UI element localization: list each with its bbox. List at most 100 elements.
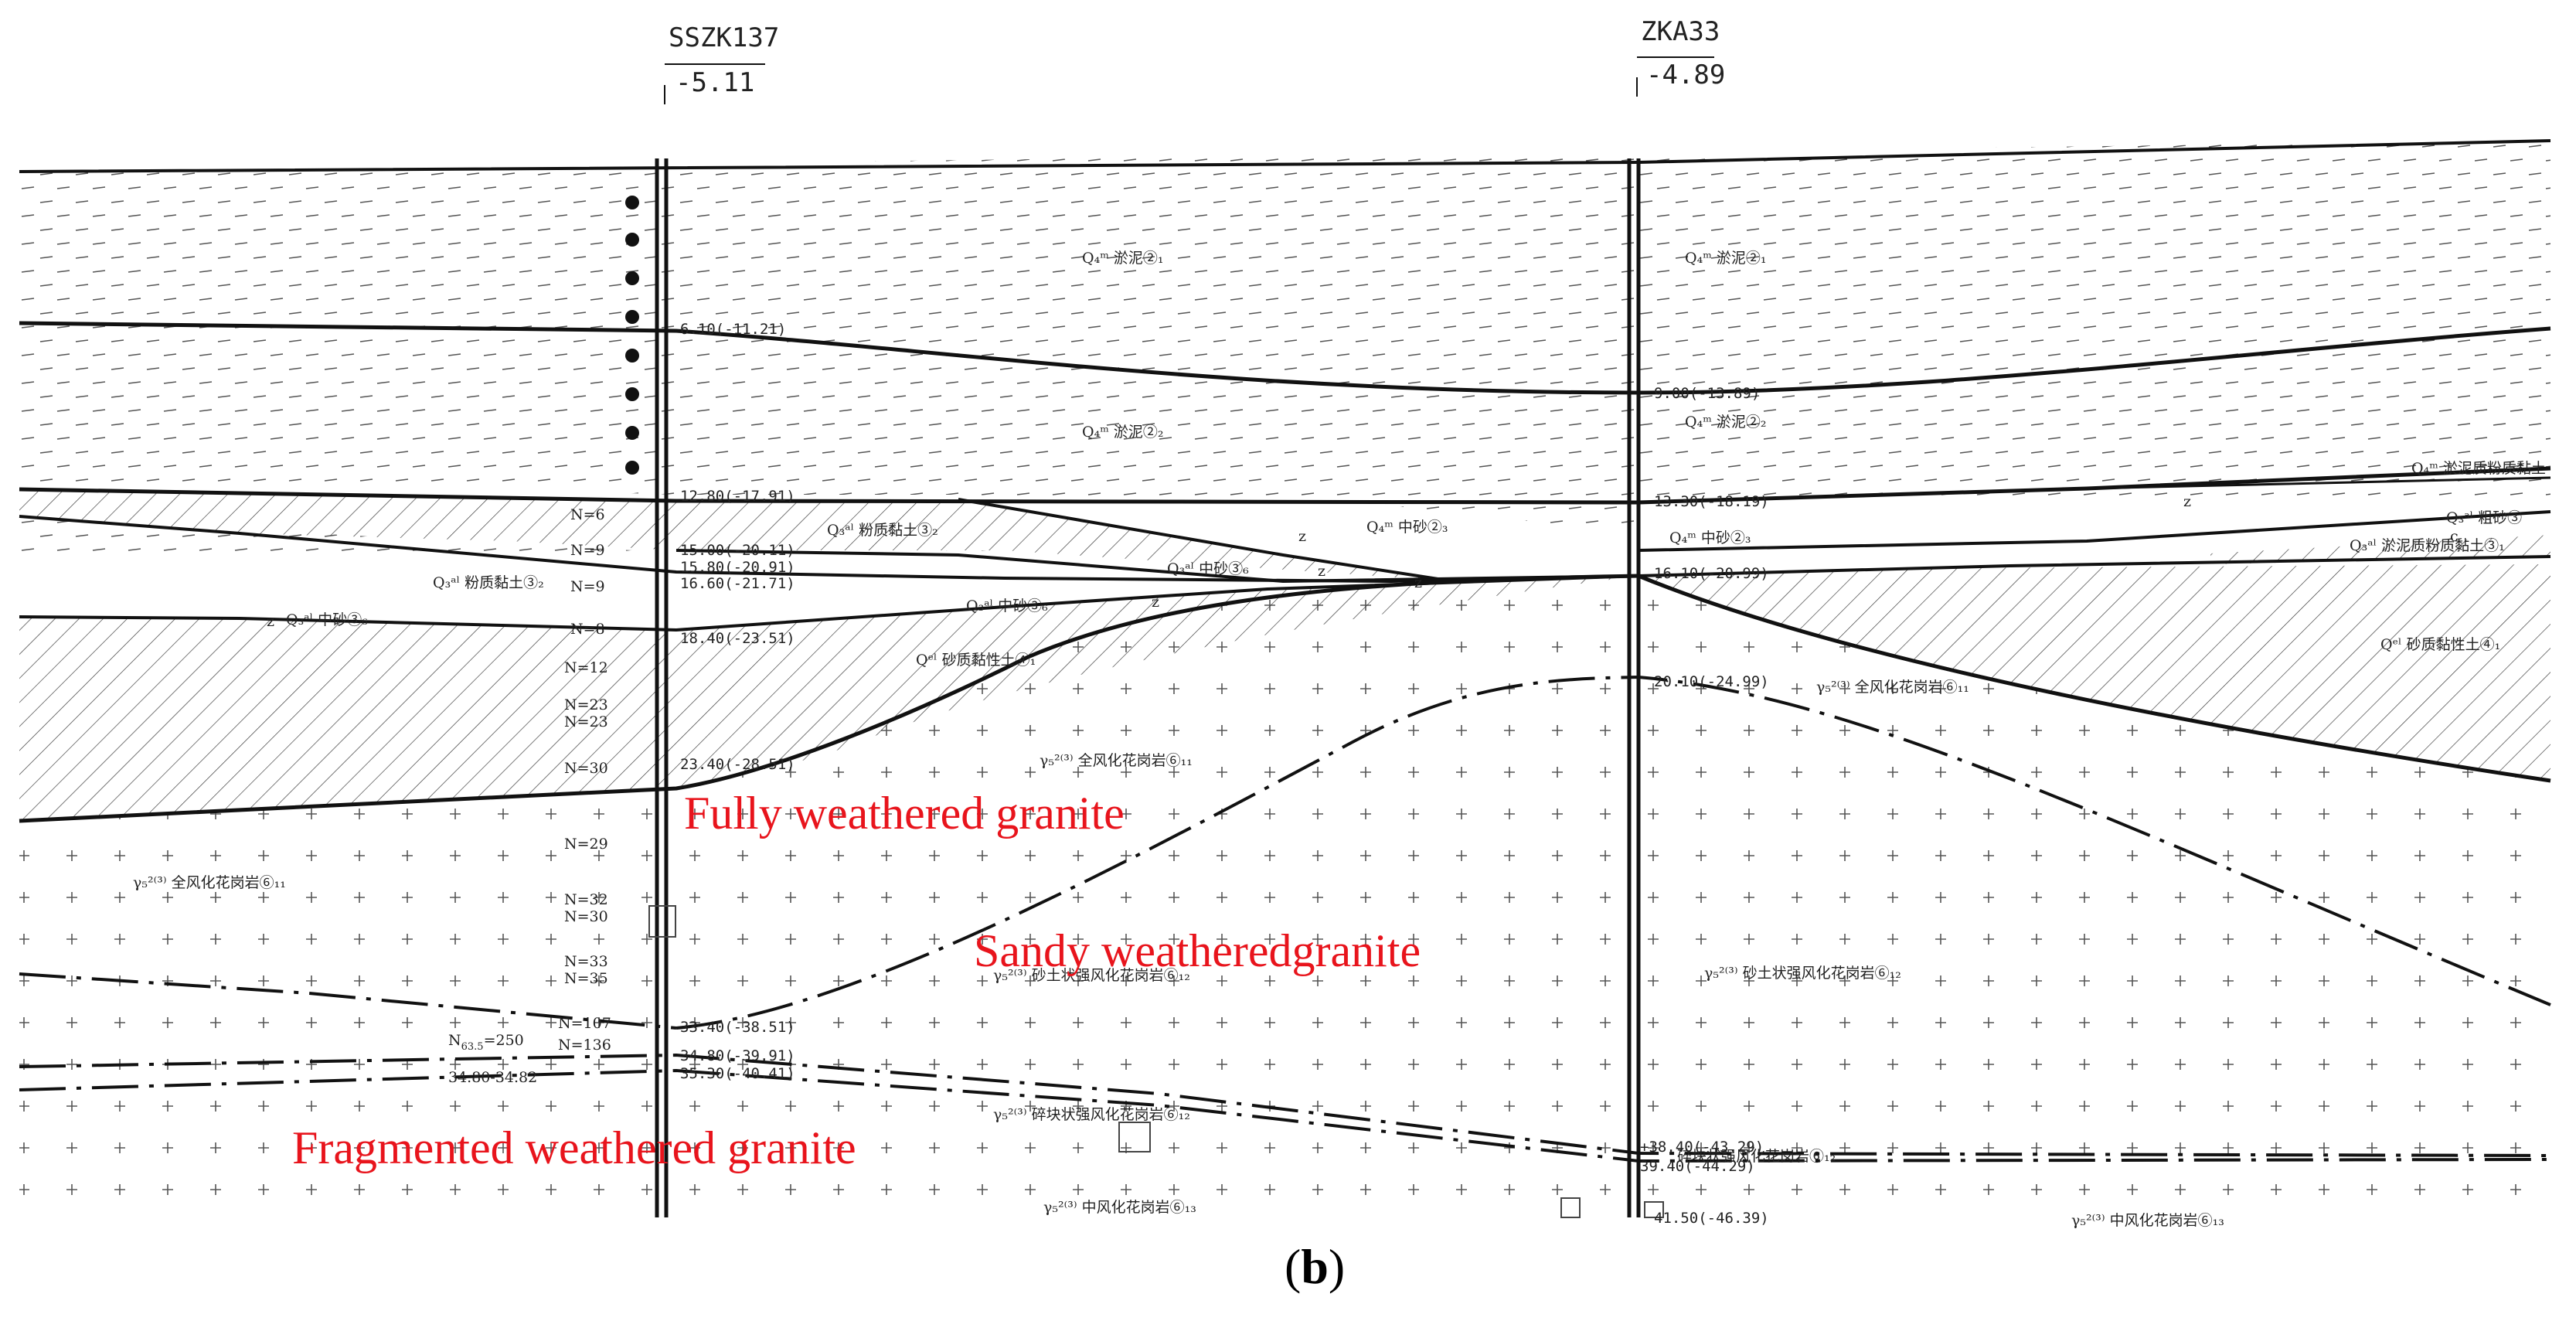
silty-clay-right-top: [2086, 476, 2551, 490]
spt-value: N=33: [564, 953, 608, 970]
borehole-elevation: -4.89: [1646, 60, 1725, 90]
sandy-clay-fill-left: [19, 576, 1638, 821]
spt-dots: [625, 196, 639, 475]
depth-label: 39.40(-44.29): [1640, 1158, 1755, 1175]
depth-label: 41.50(-46.39): [1654, 1210, 1769, 1227]
depth-label: 6.10(-11.21): [680, 321, 786, 338]
stratum-label: Q₃ᵃˡ 中砂③₆: [286, 611, 368, 628]
spt-value: N=12: [564, 659, 608, 676]
stratum-label: γ₅²⁽³⁾ 中风化花岗岩⑥₁₃: [2071, 1212, 2224, 1229]
stratum-label: Q₄ᵐ 淤泥②₁: [1685, 250, 1767, 267]
depth-label: 9.00(-13.89): [1654, 385, 1760, 402]
depth-labels-sszk137: 6.10(-11.21) 12.80(-17.91) 15.00(-20.11)…: [680, 321, 795, 1082]
depth-label: 12.80(-17.91): [680, 488, 795, 505]
stratum-label: Q₄ᵐ 淤泥②₂: [1082, 424, 1164, 441]
depth-label: 15.00(-20.11): [680, 542, 795, 559]
stratum-label: Q₃ᵃˡ 中砂③₆: [966, 598, 1048, 615]
spt-value: N=6: [570, 506, 605, 523]
annotation-fragmented-weathered: Fragmented weathered granite: [292, 1122, 856, 1173]
strata-fills: [19, 141, 2550, 1217]
c-mark: c: [2450, 528, 2459, 545]
depth-label: 18.40(-23.51): [680, 630, 795, 647]
sandy-clay-fill-right: [1638, 564, 2550, 782]
stratum-label: Q₄ᵐ 中砂②₃: [1669, 529, 1751, 546]
stratum-label: Qᵉˡ 砂质黏性土④₁: [2380, 636, 2500, 653]
fragmented-moderately-boundary-b: [19, 1068, 2551, 1163]
annotation-sandy-weathered: Sandy weatheredgranite: [974, 925, 1421, 976]
depth-label: 33.40(-38.51): [680, 1019, 795, 1036]
annotations: Fully weathered granite Sandy weatheredg…: [292, 788, 1421, 1173]
sample-boxes: [648, 905, 1664, 1218]
stratum-label: Q₃ᵃˡ 粉质黏土③₂: [827, 522, 938, 539]
borehole-id: SSZK137: [669, 22, 779, 53]
z-mark: z: [1298, 528, 1306, 545]
depth-label: 23.40(-28.51): [680, 756, 795, 773]
depth-labels-zka33: 9.00(-13.89) 13.30(-18.19) 16.10(-20.99)…: [1640, 385, 1769, 1227]
granite-top-left: [19, 574, 1639, 823]
stratum-label: γ₅²⁽³⁾ 全风化花岗岩⑥₁₁: [1816, 679, 1969, 696]
silty-clay-fill-mid: [676, 499, 1453, 581]
spt-value: N=29: [564, 836, 608, 853]
stratum-label: γ₅²⁽³⁾ 砂土状强风化花岗岩⑥₁₂: [1704, 965, 1901, 982]
spt-value: N=9: [570, 542, 605, 559]
stratum-label: Q₃ᵃˡ 淤泥质粉质黏土③₁: [2350, 537, 2505, 554]
depth-label: 34.80(-39.91): [680, 1047, 795, 1064]
strata-labels: Q₄ᵐ 淤泥②₁ Q₄ᵐ 淤泥②₁ Q₄ᵐ 淤泥②₂ Q₄ᵐ 淤泥②₂ Q₃ᵃˡ…: [133, 250, 2546, 1229]
stratum-label: Q₄ᵐ 淤泥②₁: [1082, 250, 1164, 267]
spt-value: N=23: [564, 696, 608, 713]
stratum-label: Qᵉˡ 砂质黏性土④₁: [916, 652, 1036, 669]
spt-value: N=9: [570, 578, 605, 595]
z-mark: z: [1318, 563, 1325, 580]
borehole-sszk137: [655, 85, 669, 1217]
stratum-label: γ₅²⁽³⁾ 中风化花岗岩⑥₁₃: [1043, 1199, 1196, 1216]
silty-clay-fill-left: [19, 489, 676, 550]
sand-lens-top: [19, 515, 1639, 584]
borehole-zka33: [1627, 77, 1641, 1217]
depth-label: 16.60(-21.71): [680, 575, 795, 592]
spt-value: N=8: [570, 621, 605, 638]
z-mark: z: [1152, 594, 1159, 611]
borehole-header-zka33: ZKA33 -4.89: [1637, 16, 1725, 90]
depth-label: 16.10(-20.99): [1654, 565, 1769, 582]
fragmented-moderately-boundary-a: [19, 1053, 2551, 1157]
spt-value: N=32: [564, 891, 608, 908]
spt-value: N=30: [564, 760, 608, 777]
depth-label: 15.80(-20.91): [680, 559, 795, 576]
stratum-label: Q₃ᵃˡ 中砂③₆: [1167, 560, 1249, 577]
depth-label: +38.40(-43.29): [1640, 1139, 1764, 1156]
stratum-label: γ₅²⁽³⁾ 碎块状强风化花岗岩⑥₁₂: [993, 1106, 1190, 1123]
depth-label: 20.10(-24.99): [1654, 673, 1769, 690]
spt-value: N=107: [558, 1015, 611, 1032]
borehole-id: ZKA33: [1641, 16, 1720, 47]
spt-value: N=30: [564, 908, 608, 925]
silt-layer-fill: [19, 141, 2550, 560]
depth-label: 13.30(-18.19): [1654, 493, 1769, 510]
stratum-label: Q₄ᵐ 淤泥质粉质黏土: [2411, 460, 2546, 477]
sandy-fragmented-boundary: [19, 972, 677, 1030]
stratum-label: γ₅²⁽³⁾ 全风化花岗岩⑥₁₁: [133, 874, 286, 891]
granite-top-right: [1638, 574, 2551, 783]
stratum-label: Q₃ᵃˡ 粗砂③: [2446, 509, 2522, 526]
spt-extra-label: N63.5=250: [448, 1032, 524, 1053]
sand-lens-base: [19, 574, 1639, 632]
borehole-elevation: -5.11: [675, 67, 754, 98]
medium-sand-right-top: [1638, 510, 2551, 552]
spt-value: N=35: [564, 970, 608, 987]
z-mark: z: [267, 613, 274, 630]
stratum-label: Q₃ᵃˡ 粉质黏土③₂: [433, 574, 544, 591]
sand-marks: z z z z z z c: [267, 493, 2459, 630]
figure-caption: (b): [1285, 1239, 1345, 1294]
stratum-label: γ₅²⁽³⁾ 全风化花岗岩⑥₁₁: [1040, 752, 1193, 769]
z-mark: z: [2183, 493, 2191, 510]
granite-layer-fill: [19, 576, 2550, 1217]
spt-values: N=6 N=9 N=9 N=8 N=12 N=23 N=23 N=30 N=29…: [448, 506, 611, 1086]
stratum-label: γ₅²⁽³⁾ 砂土状强风化花岗岩⑥₁₂: [993, 967, 1190, 984]
annotation-fully-weathered: Fully weathered granite: [684, 788, 1125, 839]
depth-label: 35.30(-40.41): [680, 1065, 795, 1082]
weathering-boundaries: [19, 675, 2551, 1163]
fully-sandy-boundary: [675, 675, 2551, 1030]
stratum-label: Q₄ᵐ 淤泥②₂: [1685, 414, 1767, 431]
spt-extra-range: 34.80-34.82: [448, 1069, 537, 1086]
spt-value: N=23: [564, 713, 608, 730]
